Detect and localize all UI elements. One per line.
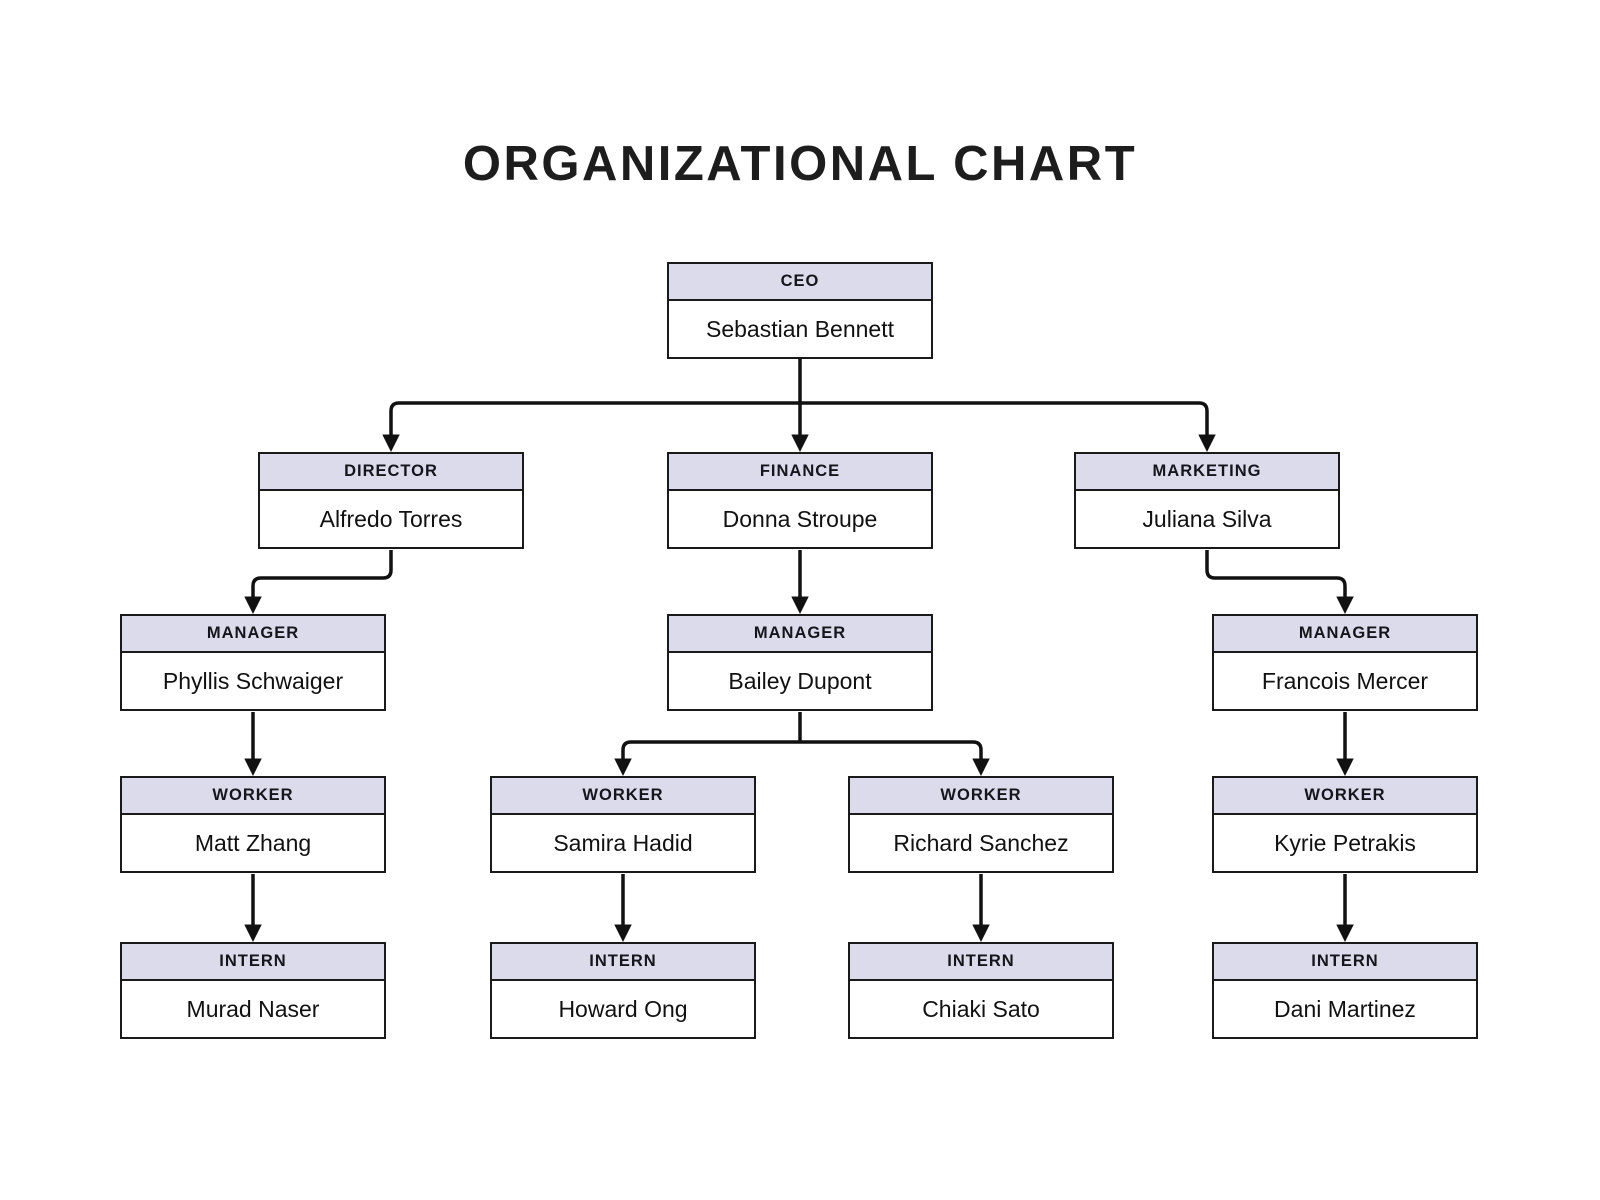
node-intern-a-person-name: Murad Naser (122, 981, 384, 1037)
edge-manager-b-worker-b (614, 740, 800, 776)
node-director-person-name: Alfredo Torres (260, 491, 522, 547)
node-director-role-header: DIRECTOR (260, 454, 522, 491)
node-director-role-label: DIRECTOR (344, 462, 438, 480)
node-intern-c-role-label: INTERN (947, 952, 1015, 970)
edge-marketing-manager-c (1205, 550, 1354, 614)
node-worker-c-role-header: WORKER (850, 778, 1112, 815)
node-intern-d: INTERN Dani Martinez (1212, 942, 1478, 1039)
node-intern-a-role-header: INTERN (122, 944, 384, 981)
node-worker-c: WORKER Richard Sanchez (848, 776, 1114, 873)
node-intern-c-role-header: INTERN (850, 944, 1112, 981)
node-worker-a-role-label: WORKER (212, 786, 294, 804)
node-worker-d-person-name: Kyrie Petrakis (1214, 815, 1476, 871)
node-ceo-role-header: CEO (669, 264, 931, 301)
node-worker-b: WORKER Samira Hadid (490, 776, 756, 873)
node-manager-b-person-name: Bailey Dupont (669, 653, 931, 709)
node-worker-d: WORKER Kyrie Petrakis (1212, 776, 1478, 873)
node-ceo-role-label: CEO (780, 272, 820, 290)
node-director: DIRECTOR Alfredo Torres (258, 452, 524, 549)
node-manager-a: MANAGER Phyllis Schwaiger (120, 614, 386, 711)
node-worker-d-role-label: WORKER (1304, 786, 1386, 804)
node-worker-d-role-header: WORKER (1214, 778, 1476, 815)
node-manager-a-person-name: Phyllis Schwaiger (122, 653, 384, 709)
node-finance: FINANCE Donna Stroupe (667, 452, 933, 549)
node-intern-a-role-label: INTERN (219, 952, 287, 970)
node-worker-c-person-name: Richard Sanchez (850, 815, 1112, 871)
node-manager-c-role-label: MANAGER (1298, 624, 1392, 642)
node-finance-person-name: Donna Stroupe (669, 491, 931, 547)
node-ceo-person-name: Sebastian Bennett (669, 301, 931, 357)
node-intern-c: INTERN Chiaki Sato (848, 942, 1114, 1039)
node-worker-a-role-header: WORKER (122, 778, 384, 815)
node-manager-c-person-name: Francois Mercer (1214, 653, 1476, 709)
node-manager-a-role-label: MANAGER (206, 624, 300, 642)
node-worker-b-role-label: WORKER (582, 786, 664, 804)
node-worker-b-role-header: WORKER (492, 778, 754, 815)
node-worker-b-person-name: Samira Hadid (492, 815, 754, 871)
node-intern-d-person-name: Dani Martinez (1214, 981, 1476, 1037)
node-marketing-person-name: Juliana Silva (1076, 491, 1338, 547)
node-ceo: CEO Sebastian Bennett (667, 262, 933, 359)
edge-ceo-marketing (800, 401, 1216, 452)
node-finance-role-header: FINANCE (669, 454, 931, 491)
node-intern-d-role-header: INTERN (1214, 944, 1476, 981)
node-worker-a: WORKER Matt Zhang (120, 776, 386, 873)
node-intern-b: INTERN Howard Ong (490, 942, 756, 1039)
node-finance-role-label: FINANCE (759, 462, 841, 480)
node-manager-b: MANAGER Bailey Dupont (667, 614, 933, 711)
node-marketing-role-label: MARKETING (1152, 462, 1262, 480)
node-intern-b-role-header: INTERN (492, 944, 754, 981)
node-marketing-role-header: MARKETING (1076, 454, 1338, 491)
node-manager-b-role-label: MANAGER (753, 624, 847, 642)
node-intern-b-person-name: Howard Ong (492, 981, 754, 1037)
node-intern-b-role-label: INTERN (589, 952, 657, 970)
node-intern-a: INTERN Murad Naser (120, 942, 386, 1039)
node-intern-d-role-label: INTERN (1311, 952, 1379, 970)
node-marketing: MARKETING Juliana Silva (1074, 452, 1340, 549)
page-title: ORGANIZATIONAL CHART (462, 137, 1138, 191)
node-intern-c-person-name: Chiaki Sato (850, 981, 1112, 1037)
node-manager-a-role-header: MANAGER (122, 616, 384, 653)
node-manager-b-role-header: MANAGER (669, 616, 931, 653)
edge-ceo-director (382, 401, 800, 452)
node-manager-c-role-header: MANAGER (1214, 616, 1476, 653)
edge-director-manager-a (244, 550, 393, 614)
node-worker-a-person-name: Matt Zhang (122, 815, 384, 871)
node-worker-c-role-label: WORKER (940, 786, 1022, 804)
edge-manager-b-worker-c (800, 740, 990, 776)
node-manager-c: MANAGER Francois Mercer (1212, 614, 1478, 711)
